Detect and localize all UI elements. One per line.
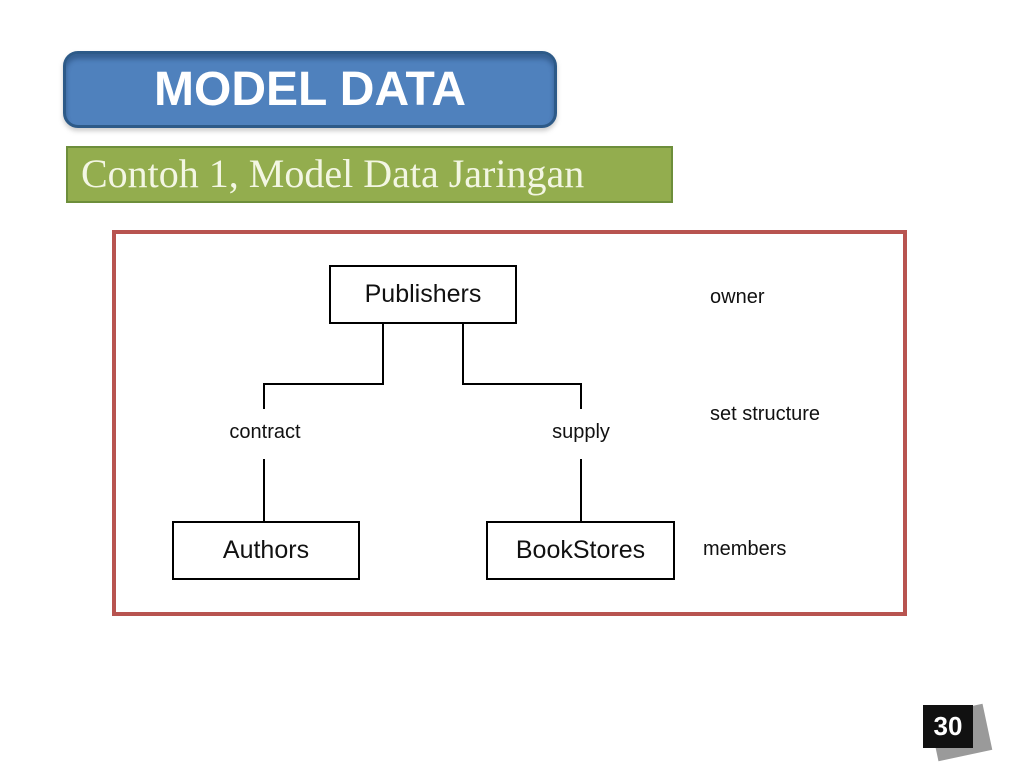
node-bookstores: BookStores bbox=[486, 521, 675, 580]
side-label-owner: owner bbox=[710, 286, 765, 308]
connector-supply-upper bbox=[580, 383, 582, 409]
node-authors: Authors bbox=[172, 521, 360, 580]
connector-right-horizontal bbox=[462, 383, 582, 385]
side-label-set-structure: set structure bbox=[710, 403, 821, 425]
subtitle-banner: Contoh 1, Model Data Jaringan bbox=[66, 146, 673, 203]
connector-publishers-left-drop bbox=[382, 324, 384, 384]
connector-publishers-right-drop bbox=[462, 324, 464, 384]
connector-supply-lower bbox=[580, 459, 582, 521]
connector-contract-lower bbox=[263, 459, 265, 521]
title-banner: MODEL DATA bbox=[63, 51, 557, 128]
connector-left-horizontal bbox=[263, 383, 384, 385]
side-label-members: members bbox=[703, 538, 787, 560]
connector-contract-upper bbox=[263, 383, 265, 409]
edge-label-supply: supply bbox=[552, 421, 610, 443]
page-number-badge: 30 bbox=[923, 705, 973, 748]
node-publishers: Publishers bbox=[329, 265, 517, 324]
edge-label-contract: contract bbox=[229, 421, 301, 443]
